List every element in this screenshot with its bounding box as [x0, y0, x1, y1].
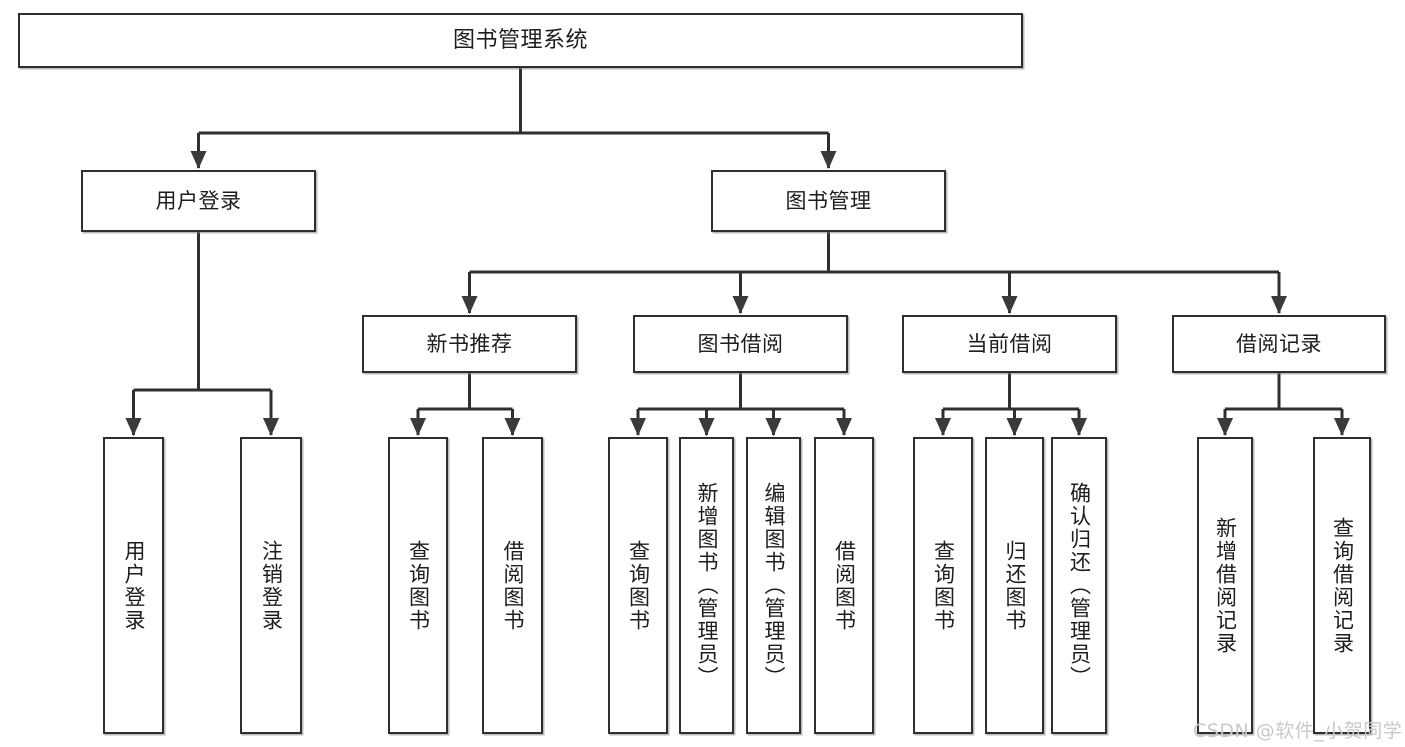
node-borrow-record[interactable]: 借阅记录 [1172, 315, 1386, 373]
leaf-add-borrow-record[interactable]: 新增借阅记录 [1197, 437, 1253, 734]
leaf-confirm-return-label: 确认归还（管理员） [1067, 482, 1092, 689]
leaf-user-login[interactable]: 用户登录 [103, 437, 164, 734]
node-book-borrow[interactable]: 图书借阅 [633, 315, 848, 373]
node-new-book-recommendation-label: 新书推荐 [426, 331, 513, 356]
leaf-confirm-return[interactable]: 确认归还（管理员） [1051, 437, 1107, 734]
leaf-borrow-book-1-label: 借阅图书 [501, 539, 525, 632]
node-current-borrow-label: 当前借阅 [966, 331, 1053, 356]
node-user-login-label: 用户登录 [155, 188, 242, 213]
leaf-add-book-label: 新增图书（管理员） [695, 482, 719, 689]
node-user-login[interactable]: 用户登录 [81, 170, 316, 232]
leaf-query-borrow-record[interactable]: 查询借阅记录 [1313, 437, 1371, 734]
leaf-borrow-book-2[interactable]: 借阅图书 [814, 437, 874, 734]
leaf-user-login-label: 用户登录 [122, 539, 146, 632]
node-borrow-record-label: 借阅记录 [1236, 331, 1322, 356]
leaf-add-book[interactable]: 新增图书（管理员） [679, 437, 734, 734]
leaf-borrow-book-2-label: 借阅图书 [832, 539, 857, 632]
leaf-return-book[interactable]: 归还图书 [985, 437, 1044, 734]
node-root-label: 图书管理系统 [452, 27, 588, 53]
leaf-edit-book-label: 编辑图书（管理员） [762, 482, 786, 689]
leaf-borrow-book-1[interactable]: 借阅图书 [482, 437, 543, 734]
leaf-query-book-2[interactable]: 查询图书 [608, 437, 668, 734]
leaf-query-book-3[interactable]: 查询图书 [913, 437, 973, 734]
leaf-add-borrow-record-label: 新增借阅记录 [1213, 516, 1238, 655]
leaf-logout-label: 注销登录 [259, 539, 284, 632]
leaf-query-book-1-label: 查询图书 [406, 539, 431, 632]
node-book-borrow-label: 图书借阅 [697, 331, 784, 356]
leaf-query-book-3-label: 查询图书 [931, 539, 956, 632]
csdn-watermark: CSDN @软件_小贺同学 [1193, 720, 1403, 742]
node-new-book-recommendation[interactable]: 新书推荐 [362, 315, 577, 373]
leaf-return-book-label: 归还图书 [1003, 539, 1027, 632]
node-book-manage[interactable]: 图书管理 [711, 170, 946, 232]
leaf-query-book-2-label: 查询图书 [626, 539, 651, 632]
node-book-manage-label: 图书管理 [785, 188, 872, 213]
node-current-borrow[interactable]: 当前借阅 [902, 315, 1117, 373]
leaf-logout[interactable]: 注销登录 [240, 437, 302, 734]
leaf-query-borrow-record-label: 查询借阅记录 [1330, 516, 1355, 655]
leaf-query-book-1[interactable]: 查询图书 [388, 437, 448, 734]
node-root[interactable]: 图书管理系统 [18, 13, 1023, 68]
leaf-edit-book[interactable]: 编辑图书（管理员） [746, 437, 801, 734]
